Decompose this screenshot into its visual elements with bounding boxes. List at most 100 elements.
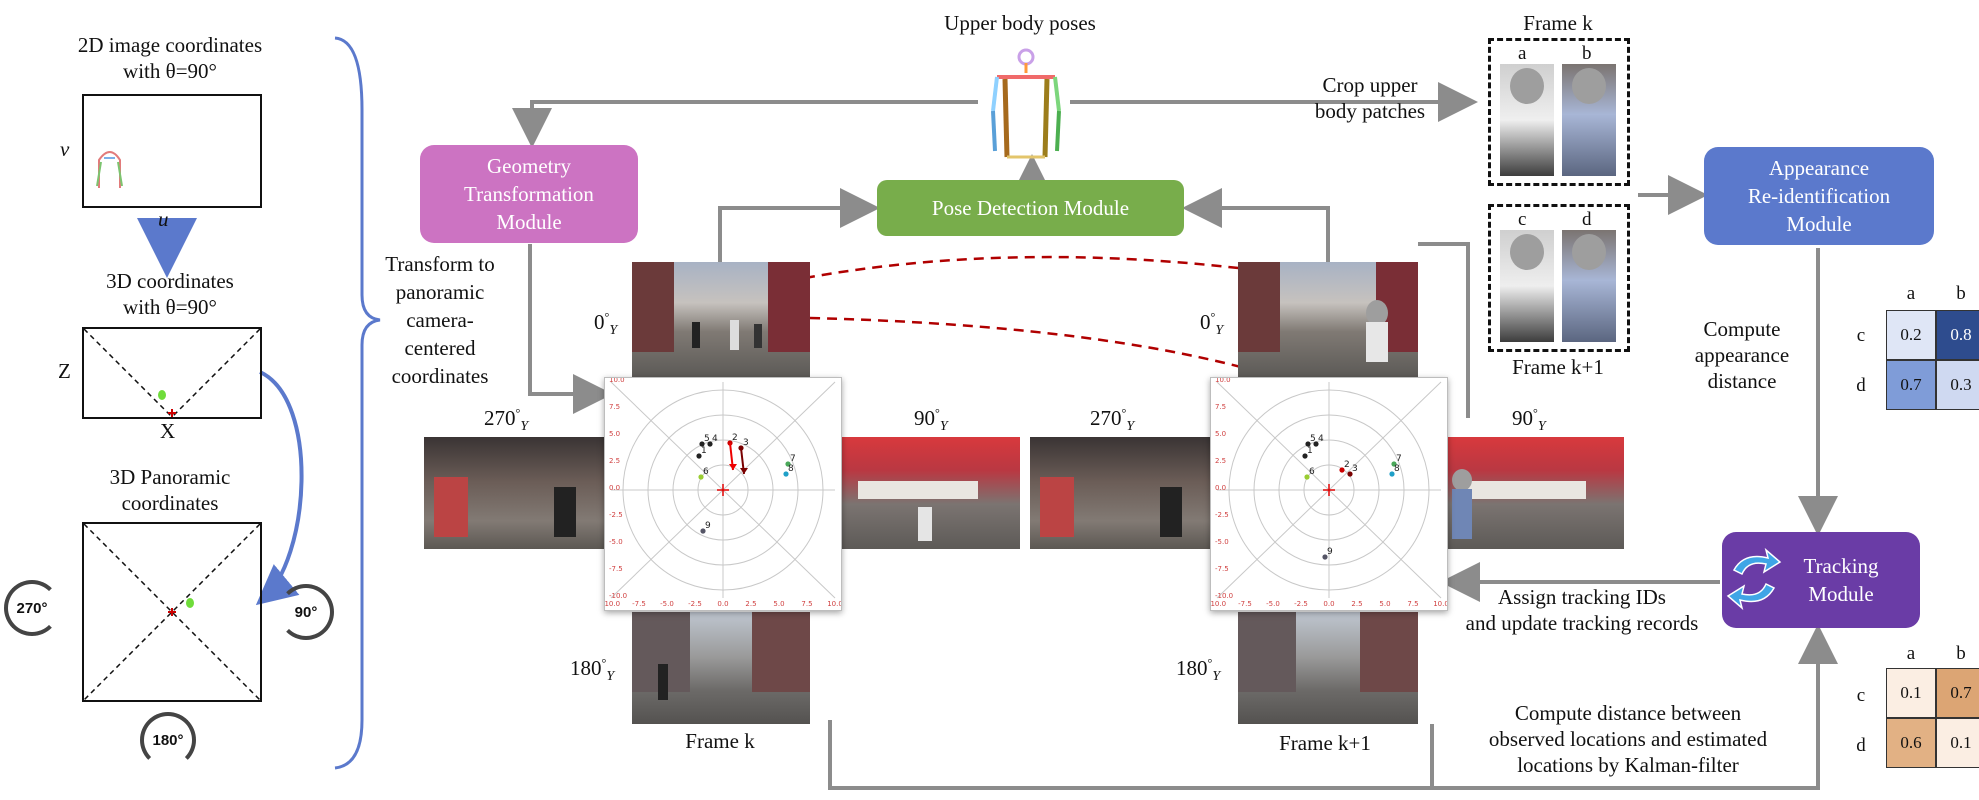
polar-point-label: 3 bbox=[1352, 464, 1358, 474]
appearance-distance-matrix: a b c d 0.2 0.8 0.7 0.3 bbox=[1836, 280, 1979, 430]
angle-label-0-k1: 0°Y bbox=[1200, 310, 1224, 339]
angle-label-270-k1: 270°Y bbox=[1090, 406, 1135, 435]
polar-point bbox=[1391, 461, 1397, 467]
polar-point bbox=[698, 474, 704, 480]
polar-point bbox=[1302, 453, 1308, 459]
polar-point-label: 6 bbox=[703, 467, 709, 477]
frame-k-view-270 bbox=[424, 437, 604, 549]
upper-body-pose-skeleton bbox=[991, 48, 1061, 159]
polar-point bbox=[1313, 441, 1319, 447]
app-cell-db: 0.3 bbox=[1936, 360, 1979, 410]
patch-label-d: d bbox=[1582, 209, 1592, 230]
motion-arrowhead bbox=[740, 468, 748, 474]
patch-c bbox=[1500, 230, 1554, 342]
polar-point bbox=[1322, 554, 1328, 560]
app-col-a: a bbox=[1906, 283, 1916, 304]
rotate-270-icon: 270° bbox=[4, 580, 60, 636]
polar-point-label: 7 bbox=[1396, 454, 1402, 464]
polar-x-tick: 10.0 bbox=[1433, 600, 1448, 608]
app-col-b: b bbox=[1956, 283, 1966, 304]
polar-y-tick: 0.0 bbox=[609, 484, 620, 492]
polar-y-tick: -2.5 bbox=[609, 511, 623, 519]
u-axis-label: u bbox=[158, 207, 169, 231]
kal-col-a: a bbox=[1906, 643, 1916, 664]
frame-k-patch-box bbox=[1488, 38, 1630, 186]
frame-k-view-180 bbox=[632, 612, 810, 724]
polar-point bbox=[707, 441, 713, 447]
polar-y-tick: 5.0 bbox=[609, 430, 620, 438]
polar-x-tick: 0.0 bbox=[1323, 600, 1334, 608]
assign-ids-caption: Assign tracking IDs and update tracking … bbox=[1465, 585, 1699, 635]
app-cell-cb: 0.8 bbox=[1936, 310, 1979, 360]
polar-x-tick: -7.5 bbox=[632, 600, 646, 608]
panoramic-box bbox=[82, 522, 262, 702]
polar-y-tick: -10.0 bbox=[1215, 592, 1233, 600]
polar-point-label: 9 bbox=[705, 521, 711, 531]
polar-point bbox=[1339, 467, 1345, 473]
polar-x-tick: -5.0 bbox=[660, 600, 674, 608]
transform-caption: Transform to panoramic camera- centered … bbox=[385, 252, 495, 388]
angle-label-90-k1: 90°Y bbox=[1512, 406, 1546, 435]
kal-cell-db: 0.1 bbox=[1936, 718, 1979, 768]
polar-point bbox=[700, 528, 706, 534]
polar-y-tick: -10.0 bbox=[609, 592, 627, 600]
upper-body-poses-label: Upper body poses bbox=[944, 11, 1096, 35]
app-cell-ca: 0.2 bbox=[1886, 310, 1936, 360]
polar-y-tick: 2.5 bbox=[1215, 457, 1226, 465]
patch-b bbox=[1562, 64, 1616, 176]
polar-point-label: 4 bbox=[1318, 434, 1324, 444]
angle-label-0-k: 0°Y bbox=[594, 310, 618, 339]
polar-point-label: 7 bbox=[790, 454, 796, 464]
polar-point-label: 1 bbox=[1307, 446, 1313, 456]
polar-y-tick: -7.5 bbox=[609, 565, 623, 573]
app-row-c: c bbox=[1856, 325, 1866, 346]
kalman-distance-matrix: a b c d 0.1 0.7 0.6 0.1 bbox=[1836, 640, 1979, 790]
frame-k-view-0 bbox=[632, 262, 810, 378]
polar-x-tick: 0.0 bbox=[717, 600, 728, 608]
crop-caption: Crop upper body patches bbox=[1314, 73, 1426, 123]
x-axis-label: X bbox=[160, 419, 176, 443]
polar-y-tick: -7.5 bbox=[1215, 565, 1229, 573]
polar-point bbox=[1304, 474, 1310, 480]
polar-y-tick: -5.0 bbox=[609, 538, 623, 546]
v-axis-label: v bbox=[60, 137, 70, 161]
polar-point-label: 6 bbox=[1309, 467, 1315, 477]
mini-pose-icon bbox=[96, 151, 123, 188]
polar-point bbox=[696, 453, 702, 459]
app-cell-da: 0.7 bbox=[1886, 360, 1936, 410]
z-axis-label: Z bbox=[58, 359, 71, 383]
rotate-90-icon: 90° bbox=[278, 584, 334, 640]
polar-x-tick: 7.5 bbox=[801, 600, 812, 608]
patch-a bbox=[1500, 64, 1554, 176]
polar-point-label: 8 bbox=[1394, 464, 1400, 474]
polar-x-tick: -10.0 bbox=[604, 600, 620, 608]
kal-cell-cb: 0.7 bbox=[1936, 668, 1979, 718]
kal-row-c: c bbox=[1856, 685, 1866, 706]
polar-y-tick: 5.0 bbox=[1215, 430, 1226, 438]
polar-x-tick: 2.5 bbox=[1351, 600, 1362, 608]
polar-x-tick: 5.0 bbox=[773, 600, 784, 608]
frame-k-view-90 bbox=[838, 437, 1020, 549]
pose-detection-module[interactable]: Pose Detection Module bbox=[877, 180, 1184, 236]
app-row-d: d bbox=[1856, 375, 1866, 396]
polar-point bbox=[699, 441, 705, 447]
panoramic-coord-title: 3D Panoramic coordinates bbox=[109, 465, 231, 515]
coord-3d-box bbox=[82, 327, 262, 419]
polar-x-tick: 5.0 bbox=[1379, 600, 1390, 608]
polar-point bbox=[1347, 471, 1353, 477]
polar-x-tick: 7.5 bbox=[1407, 600, 1418, 608]
polar-point-label: 9 bbox=[1327, 547, 1333, 557]
frame-k1-patch-title: Frame k+1 bbox=[1512, 355, 1604, 379]
motion-arrowhead bbox=[729, 464, 737, 470]
image-plane-2d bbox=[82, 94, 262, 208]
polar-point bbox=[1305, 441, 1311, 447]
appearance-reid-module[interactable]: Appearance Re-identification Module bbox=[1704, 147, 1934, 245]
polar-point-label: 8 bbox=[788, 464, 794, 474]
tracking-module[interactable]: Tracking Module bbox=[1722, 532, 1920, 628]
frame-k-patch-title: Frame k bbox=[1523, 11, 1593, 35]
polar-point-label: 2 bbox=[732, 433, 738, 443]
polar-y-tick: 7.5 bbox=[1215, 403, 1226, 411]
frame-k-caption: Frame k bbox=[685, 729, 755, 753]
polar-x-tick: -2.5 bbox=[688, 600, 702, 608]
geometry-transformation-module[interactable]: Geometry Transformation Module bbox=[420, 145, 638, 243]
